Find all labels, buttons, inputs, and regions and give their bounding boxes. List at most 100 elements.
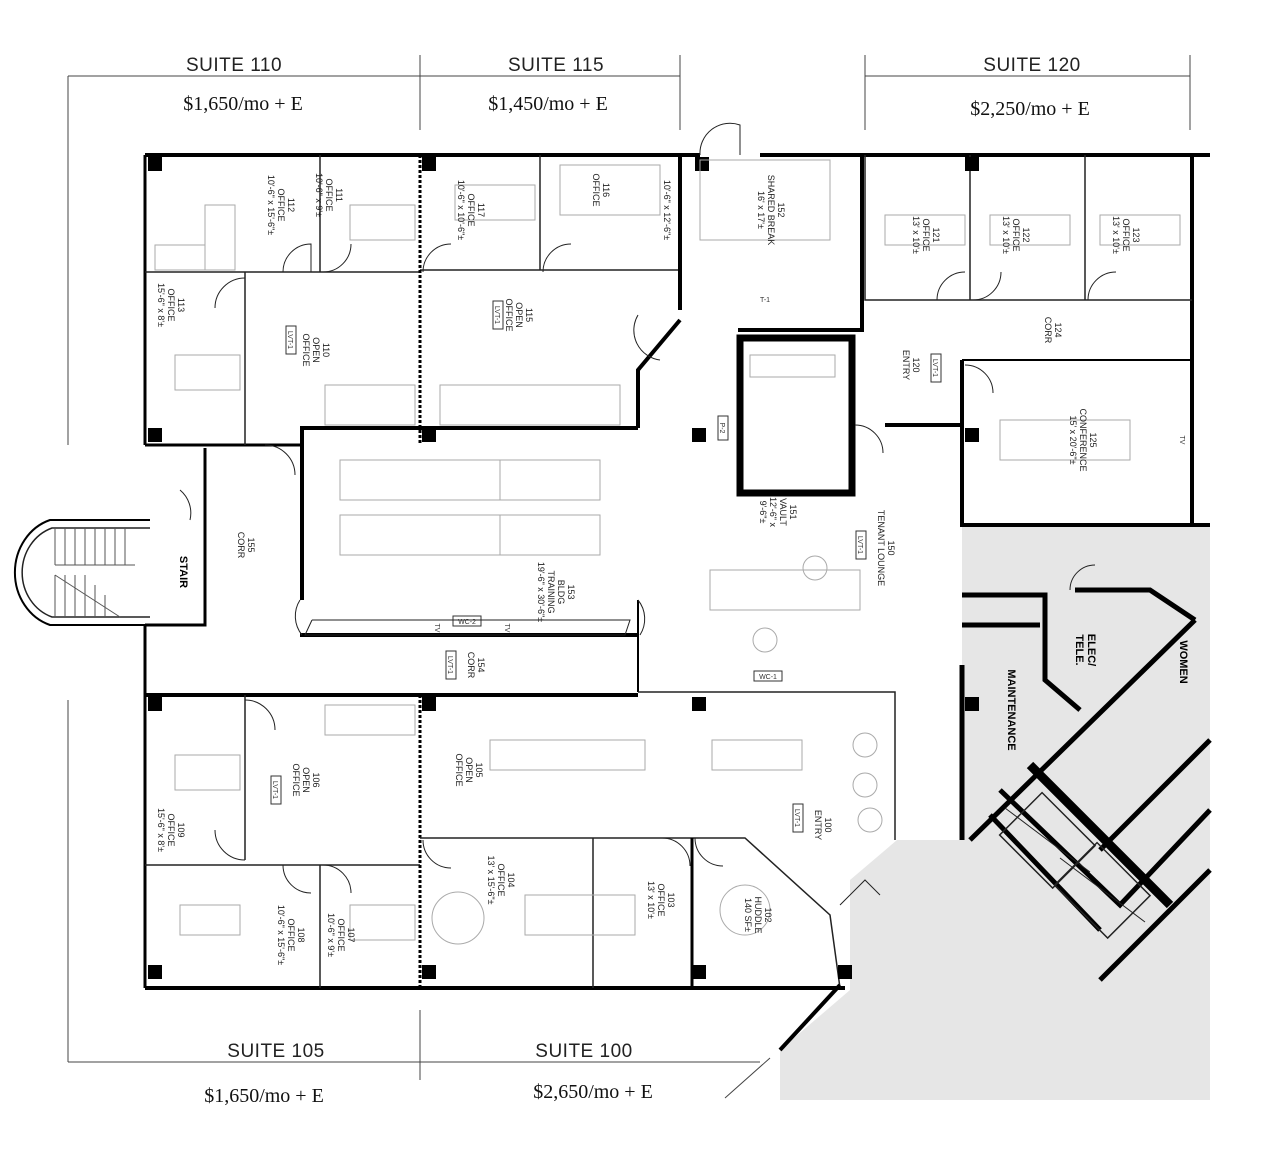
svg-text:OFFICE: OFFICE xyxy=(454,754,464,787)
svg-text:ENTRY: ENTRY xyxy=(813,810,823,840)
lvt-tag: LVT-1 xyxy=(285,325,297,355)
suite-120-title: SUITE 120 xyxy=(983,55,1080,76)
suite-115-price: $1,450/mo + E xyxy=(488,93,608,115)
svg-text:13' x 10'±: 13' x 10'± xyxy=(911,216,921,254)
svg-text:ENTRY: ENTRY xyxy=(901,350,911,380)
svg-text:115: 115 xyxy=(524,308,534,322)
stair-label: STAIR xyxy=(177,556,189,588)
suite-105-price: $1,650/mo + E xyxy=(204,1085,324,1107)
svg-text:OFFICE: OFFICE xyxy=(286,919,296,952)
door-swings xyxy=(179,122,1117,906)
svg-text:LVT-1: LVT-1 xyxy=(793,809,800,827)
svg-text:121: 121 xyxy=(931,227,941,242)
svg-text:111: 111 xyxy=(334,188,344,202)
svg-text:120: 120 xyxy=(911,357,921,372)
suite-100-price: $2,650/mo + E xyxy=(533,1081,653,1103)
lvt-tag: LVT-1 xyxy=(855,530,867,560)
svg-text:13' x 15'-6"±: 13' x 15'-6"± xyxy=(486,855,496,904)
svg-text:104: 104 xyxy=(506,872,516,887)
svg-text:OFFICE: OFFICE xyxy=(166,289,176,322)
svg-text:OFFICE: OFFICE xyxy=(324,179,334,212)
furniture xyxy=(154,159,1181,945)
svg-text:LVT-1: LVT-1 xyxy=(286,331,293,349)
lvt-tag: LVT-1 xyxy=(270,775,282,805)
svg-text:CORR: CORR xyxy=(236,532,246,559)
svg-text:109: 109 xyxy=(176,822,186,837)
svg-text:BLDG: BLDG xyxy=(556,580,566,605)
svg-text:CONFERENCE: CONFERENCE xyxy=(1078,408,1088,471)
svg-text:10'-6" x 15'-6"±: 10'-6" x 15'-6"± xyxy=(276,905,286,965)
svg-text:CORR: CORR xyxy=(466,652,476,679)
svg-text:105: 105 xyxy=(474,762,484,777)
svg-text:100: 100 xyxy=(823,817,833,832)
lvt-tag: LVT-1 xyxy=(492,300,504,330)
svg-text:15'-6" x 8'±: 15'-6" x 8'± xyxy=(156,808,166,852)
svg-text:107: 107 xyxy=(346,927,356,942)
core-walls xyxy=(778,587,1212,1052)
svg-text:152: 152 xyxy=(776,202,786,217)
training-screen xyxy=(304,619,631,636)
suite-110-price: $1,650/mo + E xyxy=(183,93,303,115)
wc2-tag: WC-2 xyxy=(452,615,482,627)
svg-text:OFFICE: OFFICE xyxy=(656,884,666,917)
svg-text:103: 103 xyxy=(666,892,676,907)
suite-100-title: SUITE 100 xyxy=(535,1041,632,1062)
svg-text:12'-6" x: 12'-6" x xyxy=(768,497,778,527)
svg-text:OFFICE: OFFICE xyxy=(504,299,514,332)
svg-text:WC-1: WC-1 xyxy=(759,674,777,681)
svg-text:ELEC/: ELEC/ xyxy=(1085,634,1097,666)
lvt-tag: LVT-1 xyxy=(930,353,942,383)
svg-text:16' x 17'±: 16' x 17'± xyxy=(756,191,766,229)
svg-text:112: 112 xyxy=(286,198,296,212)
exterior-walls xyxy=(143,153,1210,990)
svg-text:13' x 10'±: 13' x 10'± xyxy=(646,881,656,919)
svg-text:OFFICE: OFFICE xyxy=(921,219,931,252)
svg-text:9'-6"±: 9'-6"± xyxy=(758,501,768,524)
room-116-dims: 10'-6" x 12'-6"± xyxy=(662,180,672,240)
svg-text:VAULT: VAULT xyxy=(778,498,788,526)
suite-dimension-lines xyxy=(67,55,1191,1099)
svg-text:10'-6" x 12'-6"±: 10'-6" x 12'-6"± xyxy=(662,180,672,240)
tv-label: TV xyxy=(503,624,510,633)
t1-tag: T-1 xyxy=(760,297,770,304)
suite-115-title: SUITE 115 xyxy=(508,55,604,76)
svg-text:10'-6" x 9'±: 10'-6" x 9'± xyxy=(326,913,336,957)
svg-text:TRAINING: TRAINING xyxy=(546,570,556,613)
svg-text:OFFICE: OFFICE xyxy=(1011,219,1021,252)
svg-text:15'-6" x 8'±: 15'-6" x 8'± xyxy=(156,283,166,327)
svg-text:OFFICE: OFFICE xyxy=(1121,219,1131,252)
svg-text:LVT-1: LVT-1 xyxy=(493,306,500,324)
lvt-tag: LVT-1 xyxy=(792,803,804,833)
svg-text:TELE.: TELE. xyxy=(1073,634,1085,665)
svg-text:OFFICE: OFFICE xyxy=(166,814,176,847)
svg-text:OFFICE: OFFICE xyxy=(466,194,476,227)
svg-text:10'-6" x 10'-6"±: 10'-6" x 10'-6"± xyxy=(456,180,466,240)
svg-text:SHARED BREAK: SHARED BREAK xyxy=(766,175,776,246)
svg-text:15' x 20'-6"±: 15' x 20'-6"± xyxy=(1068,415,1078,464)
suite-110-title: SUITE 110 xyxy=(186,55,282,76)
svg-text:HUDDLE: HUDDLE xyxy=(753,896,763,933)
svg-text:10'-6" x 15'-6"±: 10'-6" x 15'-6"± xyxy=(266,175,276,235)
svg-text:OFFICE: OFFICE xyxy=(591,174,601,207)
svg-text:151: 151 xyxy=(788,504,798,519)
svg-text:102: 102 xyxy=(763,907,773,922)
svg-text:P-2: P-2 xyxy=(718,423,725,434)
svg-text:OFFICE: OFFICE xyxy=(276,189,286,222)
